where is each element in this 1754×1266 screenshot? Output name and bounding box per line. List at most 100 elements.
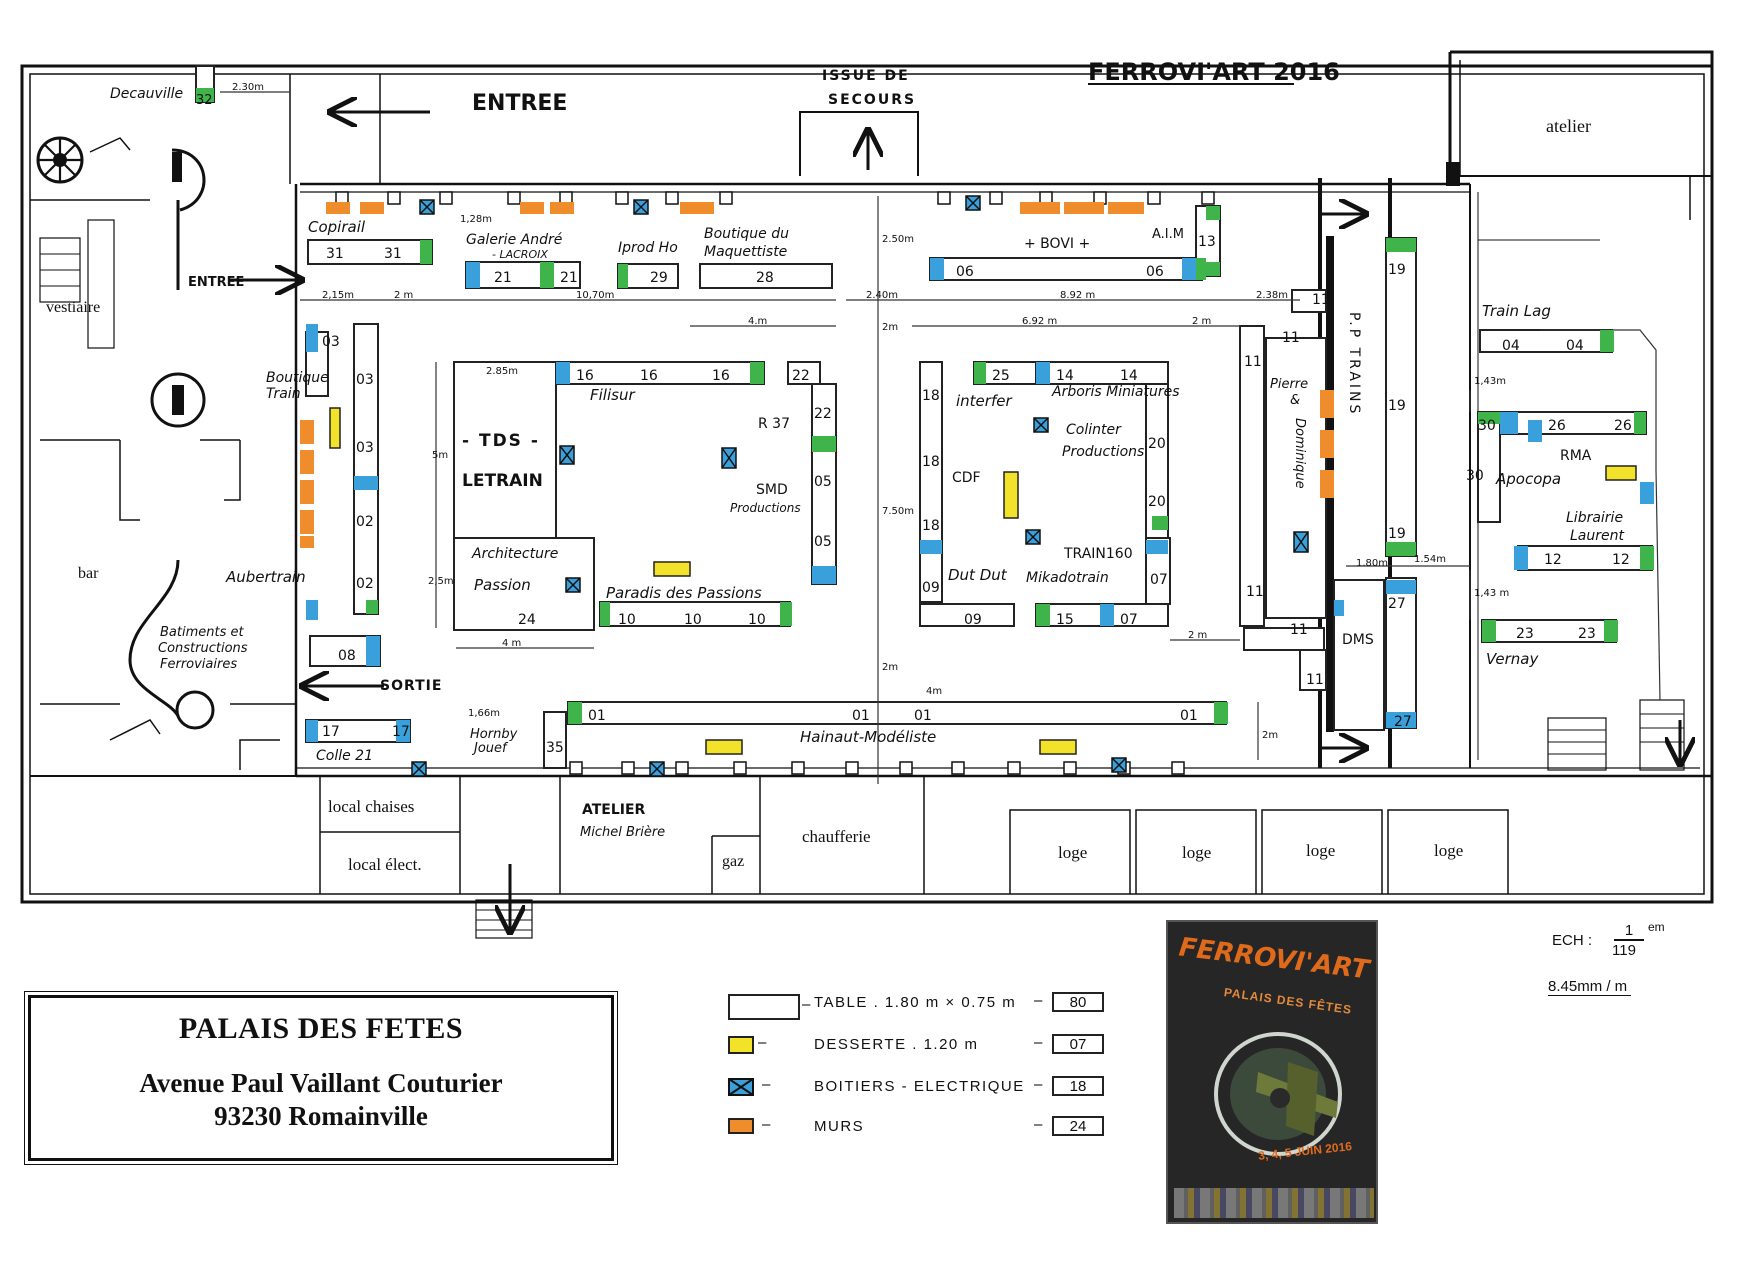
desserte-swatch-icon xyxy=(728,1036,754,1054)
table-number: 24 xyxy=(518,612,536,628)
room-loge-3: loge xyxy=(1306,841,1335,860)
table-number: 20 xyxy=(1148,436,1166,452)
table-number: 10 xyxy=(618,612,636,628)
table-number: 22 xyxy=(814,406,832,422)
legend-label: DESSERTE . 1.20 m xyxy=(814,1036,979,1053)
table-number: 31 xyxy=(326,246,344,262)
table-number: 17 xyxy=(322,724,340,740)
room-atelier: atelier xyxy=(1546,116,1591,136)
legend-label: TABLE . 1.80 m × 0.75 m xyxy=(814,994,1017,1011)
exhibitor-smd-2: Productions xyxy=(730,501,801,515)
scale-ratio: 8.45mm / m xyxy=(1548,978,1632,996)
table-number: 32 xyxy=(196,93,213,108)
table-number: 28 xyxy=(756,270,774,286)
exhibitor-bovi: + BOVI + xyxy=(1024,236,1090,252)
exhibitor-pptrains: P.P TRAINS xyxy=(1346,312,1362,416)
table-number: 27 xyxy=(1394,714,1412,730)
exhibitor-batiments: Batiments et xyxy=(160,625,244,640)
table-number: 02 xyxy=(356,576,374,592)
exhibitor-r37: R 37 xyxy=(758,416,790,432)
exhibitor-boutique-maquettiste-2: Maquettiste xyxy=(704,244,787,260)
table-number: 11 xyxy=(1244,354,1262,370)
table-end-markers-green xyxy=(196,88,1654,724)
room-gaz: gaz xyxy=(722,853,744,870)
room-atelier-michel: ATELIER xyxy=(582,802,646,818)
table-number: 19 xyxy=(1388,398,1406,414)
turnstile-icon xyxy=(36,136,84,184)
exhibitor-architecture: Architecture xyxy=(471,546,558,562)
table-number: 11 xyxy=(1290,622,1308,638)
scale-numerator: 1 xyxy=(1614,922,1644,941)
scale-block: ECH : 1 119 em 8.45mm / m xyxy=(1548,920,1698,996)
table-number: 16 xyxy=(576,368,594,384)
exhibitor-boutique-maquettiste: Boutique du xyxy=(704,226,789,242)
exhibitor-trainlag: Train Lag xyxy=(1482,302,1551,320)
table-number: 17 xyxy=(392,724,410,740)
dimension-label: 1,28m xyxy=(460,214,492,225)
table-number: 35 xyxy=(546,740,564,756)
table-number: 06 xyxy=(1146,264,1164,280)
dimension-label: 2m xyxy=(882,322,898,333)
table-number: 18 xyxy=(922,388,940,404)
room-loge-4: loge xyxy=(1434,841,1463,860)
table-number: 14 xyxy=(1056,368,1074,384)
exhibitor-interfer: interfer xyxy=(956,392,1012,410)
table-number: 18 xyxy=(922,454,940,470)
dimension-label: 1,43 m xyxy=(1474,588,1509,599)
table-number: 23 xyxy=(1578,626,1596,642)
dimension-label: 2.50m xyxy=(882,234,914,245)
dimension-label: 8.92 m xyxy=(1060,290,1095,301)
exhibitor-aubertrain: Aubertrain xyxy=(225,568,306,586)
dimension-label: 1.54m xyxy=(1414,554,1446,565)
exhibitor-galerie: Galerie André xyxy=(466,232,563,248)
room-loge-2: loge xyxy=(1182,843,1211,862)
exhibitor-decauville: Decauville xyxy=(110,86,183,102)
event-poster: FERROVI'ART PALAIS DES FÊTES 3, 4, 5 JUI… xyxy=(1166,920,1378,1224)
table-number: 16 xyxy=(640,368,658,384)
table-number: 11 xyxy=(1282,330,1300,346)
legend-row-desserte: – DESSERTE . 1.20 m – 07 xyxy=(728,1032,1108,1058)
wall-markers-orange xyxy=(300,202,1334,548)
dimension-lines xyxy=(220,91,1471,784)
table-number: 26 xyxy=(1614,418,1632,434)
table-number: 30 xyxy=(1478,418,1496,434)
room-loge-1: loge xyxy=(1058,843,1087,862)
venue-street: Avenue Paul Vaillant Couturier xyxy=(139,1068,503,1098)
emergency-exit-label: ISSUE DE xyxy=(822,68,910,84)
exhibitor-galerie-2: - LACROIX xyxy=(492,248,548,261)
table-number: 15 xyxy=(1056,612,1074,628)
legend: – TABLE . 1.80 m × 0.75 m – 80 – DESSERT… xyxy=(728,990,1108,1150)
entrance-top-label: ENTREE xyxy=(472,91,567,116)
table-number: 04 xyxy=(1566,338,1584,354)
table-number: 09 xyxy=(922,580,940,596)
dimension-label: 5m xyxy=(432,450,448,461)
table-number: 06 xyxy=(956,264,974,280)
table-number: 10 xyxy=(748,612,766,628)
dimension-label: 4m xyxy=(926,686,942,697)
dimension-label: 2m xyxy=(1262,730,1278,741)
exhibitor-pierre: Pierre xyxy=(1270,377,1308,392)
room-bar: bar xyxy=(78,565,99,582)
exhibitor-tds: - TDS - xyxy=(462,431,540,451)
exhibitor-dutdut: Dut Dut xyxy=(948,566,1008,584)
exhibitor-letrain: LETRAIN xyxy=(462,471,543,491)
legend-count: 07 xyxy=(1052,1034,1104,1054)
table-number: 18 xyxy=(922,518,940,534)
exhibitor-colinter: Colinter xyxy=(1066,422,1122,438)
legend-count: 80 xyxy=(1052,992,1104,1012)
exhibitor-batiments-2: Constructions xyxy=(158,641,248,656)
table-number: 25 xyxy=(992,368,1010,384)
room-local-elect: local élect. xyxy=(348,855,422,874)
table-number: 09 xyxy=(964,612,982,628)
legend-row-mur: – MURS – 24 xyxy=(728,1114,1108,1140)
table-number: 14 xyxy=(1120,368,1138,384)
table-number: 22 xyxy=(792,368,810,384)
dimension-label: 2,15m xyxy=(322,290,354,301)
exhibitor-cdf: CDF xyxy=(952,470,981,486)
building-walls xyxy=(20,50,1714,939)
exhibitor-aim: A.I.M xyxy=(1152,227,1184,242)
dimension-label: 2m xyxy=(882,662,898,673)
room-local-chaises: local chaises xyxy=(328,797,414,816)
dimension-label: 10,70m xyxy=(576,290,614,301)
electrical-boxes xyxy=(411,195,1309,777)
